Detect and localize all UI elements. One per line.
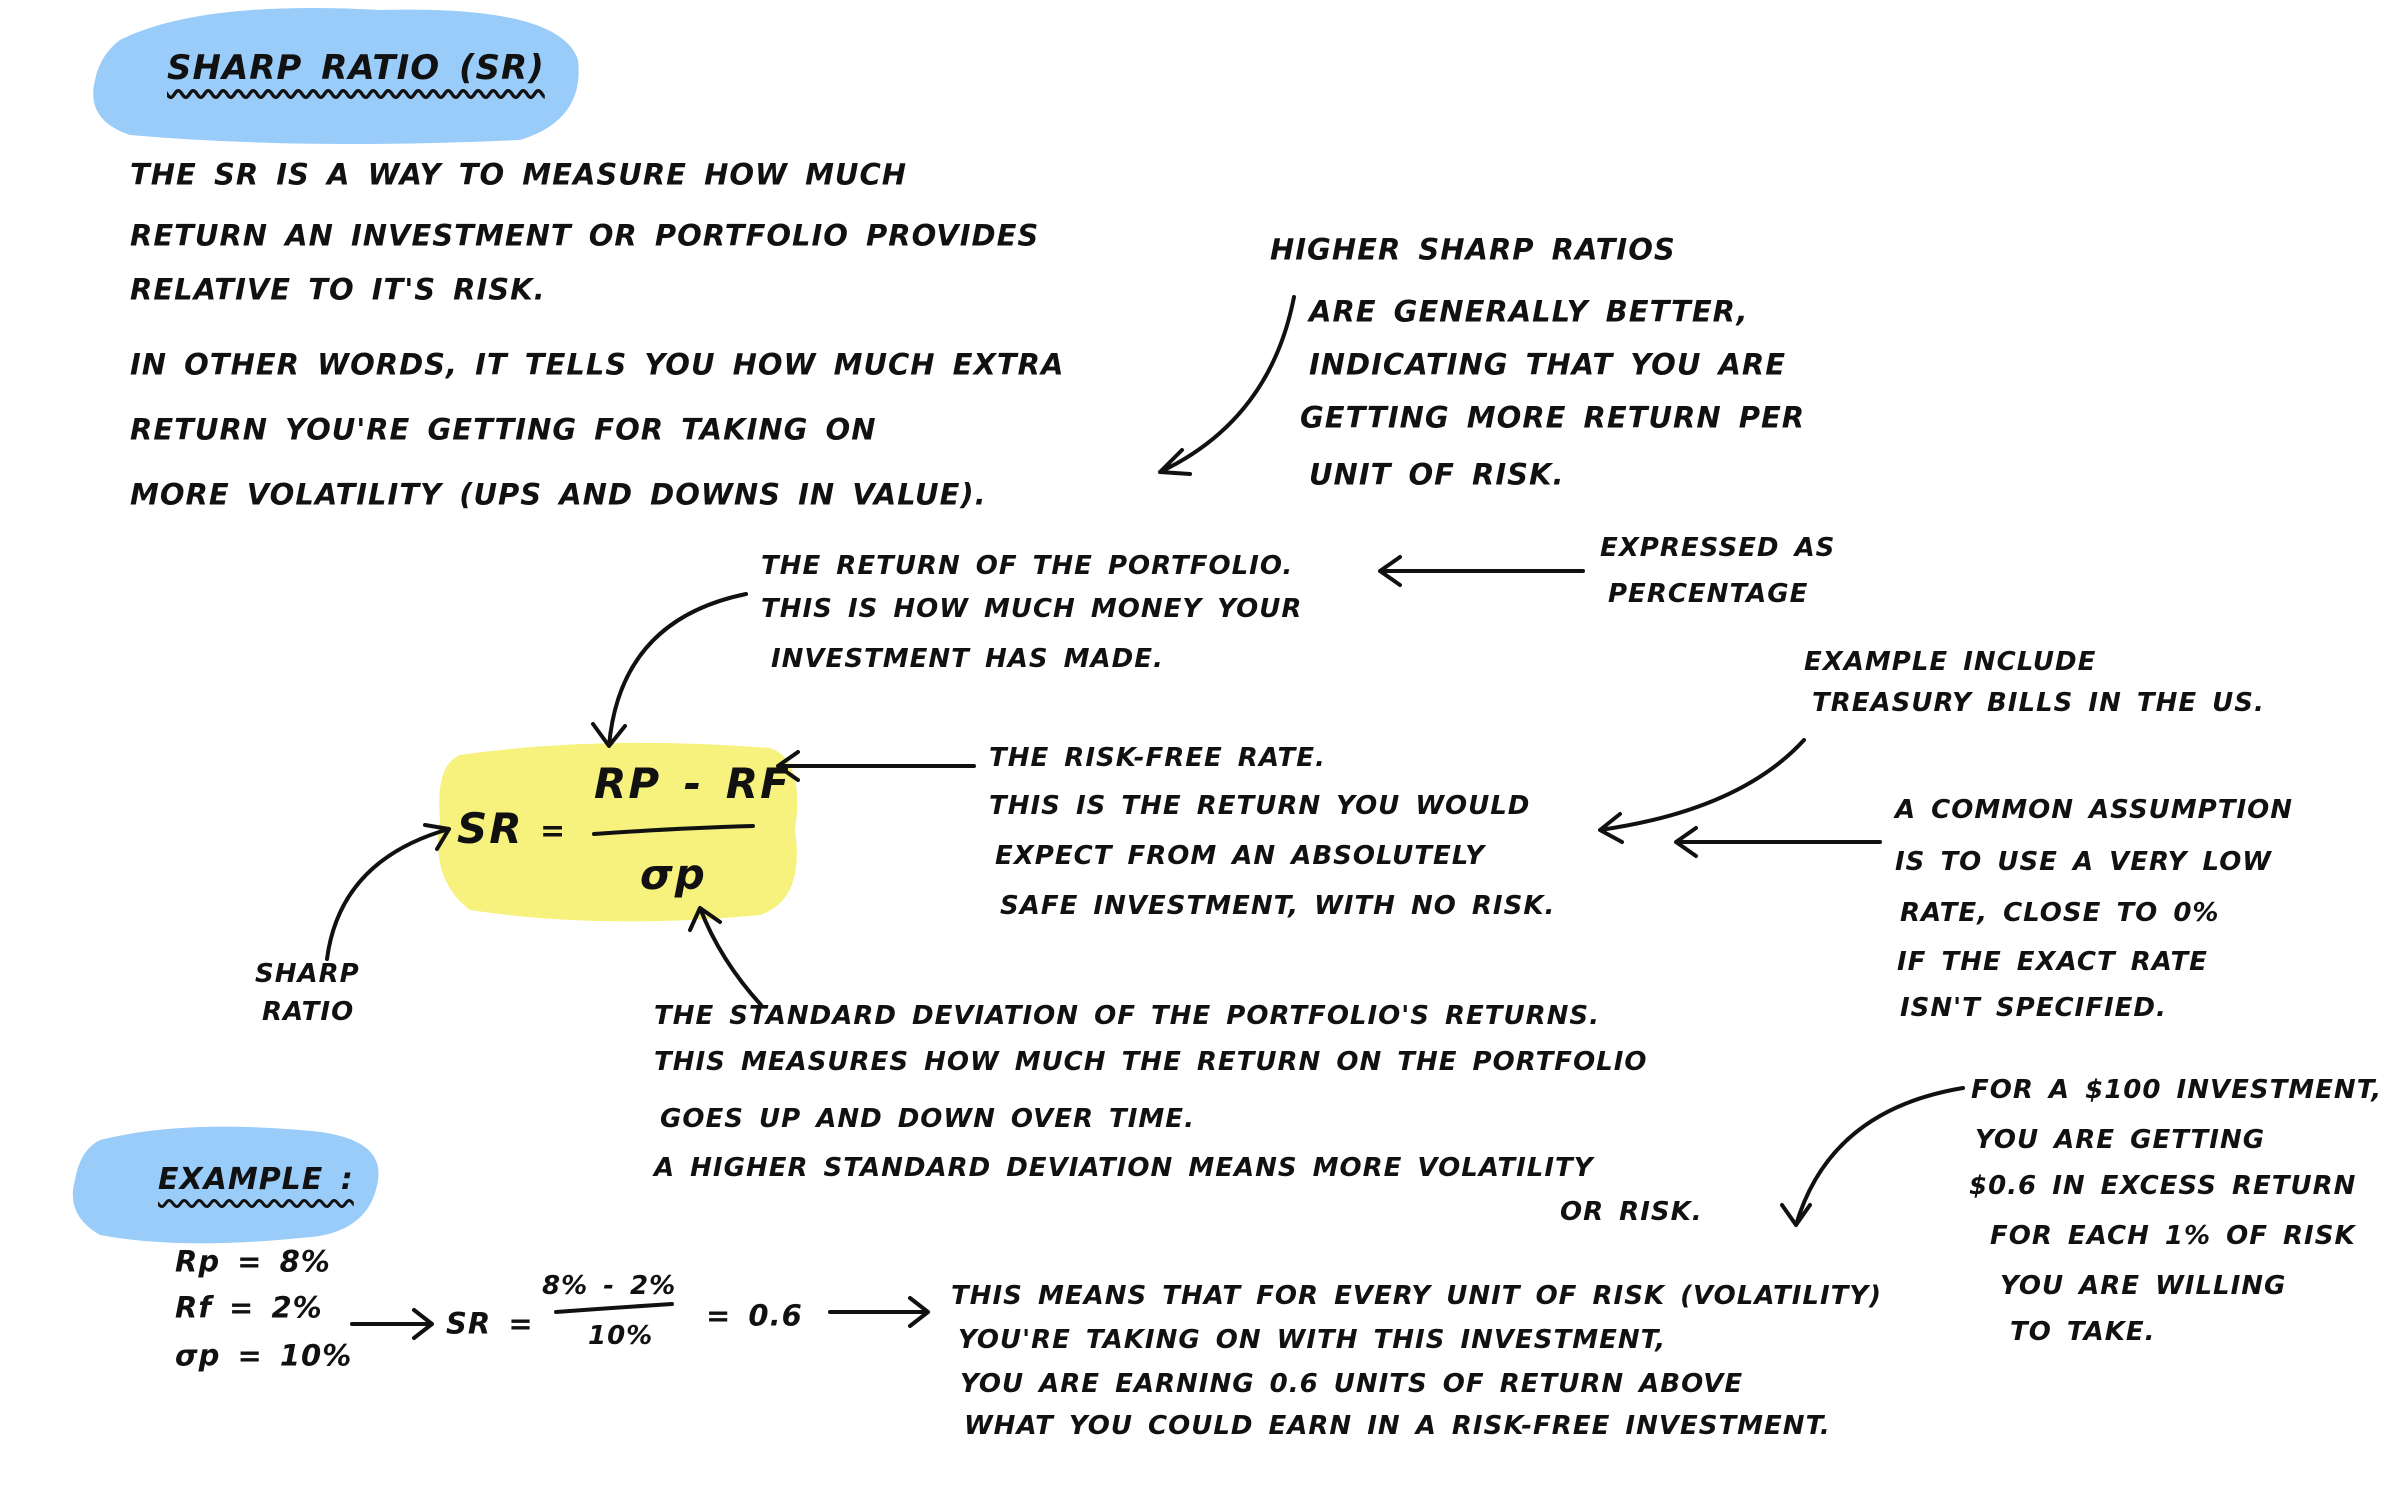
- arrow-sd-to-sigma: [688, 906, 763, 1007]
- intro-line: RELATIVE TO IT'S RISK.: [130, 272, 546, 307]
- sd-note-line: OR RISK.: [1560, 1197, 1703, 1227]
- meaning-line: THIS MEANS THAT FOR EVERY UNIT OF RISK (…: [951, 1281, 1883, 1311]
- assumption-note-line: A COMMON ASSUMPTION: [1895, 795, 2293, 825]
- arrow-assumption-to-rf: [1674, 826, 1882, 858]
- rf-note-line: THIS IS THE RETURN YOU WOULD: [989, 791, 1531, 821]
- intro-line: THE SR IS A WAY TO MEASURE HOW MUCH: [130, 157, 908, 192]
- example-denominator: 10%: [588, 1321, 654, 1351]
- arrow-result-to-meaning: [828, 1296, 930, 1328]
- arrow-higher-to-intro: [1158, 295, 1296, 476]
- rf-note-line: EXPECT FROM AN ABSOLUTELY: [995, 841, 1486, 871]
- arrow-label-to-sr: [325, 823, 451, 961]
- page-title: SHARP RATIO (SR): [167, 48, 545, 88]
- formula-label: RATIO: [262, 997, 355, 1027]
- rf-note-line: THE RISK-FREE RATE.: [989, 743, 1326, 773]
- example-highlight: [72, 1126, 379, 1244]
- dollar-note-line: TO TAKE.: [2010, 1317, 2156, 1347]
- arrow-rp-to-formula: [591, 592, 748, 748]
- dollar-note-line: $0.6 IN EXCESS RETURN: [1969, 1171, 2357, 1201]
- example-sr-label: SR =: [446, 1306, 534, 1341]
- assumption-note-line: RATE, CLOSE TO 0%: [1900, 898, 2220, 928]
- arrow-rf-to-formula: [776, 750, 976, 782]
- example-value: σp = 10%: [175, 1338, 353, 1373]
- example-fraction-bar: [554, 1302, 674, 1314]
- sd-note-line: A HIGHER STANDARD DEVIATION MEANS MORE V…: [654, 1153, 1594, 1183]
- formula-numerator: Rp - Rf: [594, 759, 791, 808]
- formula-sr: SR: [457, 804, 524, 853]
- arrow-dollar-to-meaning: [1780, 1086, 1965, 1227]
- assumption-note-line: IF THE EXACT RATE: [1897, 947, 2208, 977]
- higher-note-line: ARE GENERALLY BETTER,: [1309, 294, 1749, 329]
- meaning-line: YOU'RE TAKING ON WITH THIS INVESTMENT,: [958, 1325, 1667, 1355]
- dollar-note-line: YOU ARE GETTING: [1975, 1125, 2266, 1155]
- treasury-note-line: TREASURY BILLS IN THE US.: [1812, 688, 2265, 718]
- formula-label: SHARP: [255, 959, 360, 989]
- formula-fraction-bar: [592, 824, 755, 836]
- formula-equals: =: [540, 814, 568, 849]
- higher-note-line: HIGHER SHARP RATIOS: [1270, 232, 1676, 267]
- formula-denominator: σp: [640, 850, 707, 899]
- example-result: = 0.6: [706, 1298, 803, 1333]
- arrow-percentage-to-rp: [1378, 555, 1585, 587]
- example-value: Rp = 8%: [175, 1244, 331, 1279]
- intro-line: MORE VOLATILITY (UPS AND DOWNS IN VALUE)…: [130, 477, 987, 512]
- rf-note-line: SAFE INVESTMENT, WITH NO RISK.: [1000, 891, 1556, 921]
- sd-note-line: GOES UP AND DOWN OVER TIME.: [660, 1104, 1195, 1134]
- arrow-treasury-to-rf: [1598, 738, 1806, 844]
- assumption-note-line: ISN'T SPECIFIED.: [1900, 993, 2167, 1023]
- title-highlight: [93, 8, 579, 144]
- dollar-note-line: YOU ARE WILLING: [2000, 1271, 2287, 1301]
- example-numerator: 8% - 2%: [542, 1271, 677, 1301]
- sd-note-line: THE STANDARD DEVIATION OF THE PORTFOLIO'…: [654, 1001, 1601, 1031]
- intro-line: RETURN AN INVESTMENT OR PORTFOLIO PROVID…: [130, 218, 1040, 253]
- dollar-note-line: FOR EACH 1% OF RISK: [1990, 1221, 2356, 1251]
- rp-note-line: THIS IS HOW MUCH MONEY YOUR: [761, 594, 1303, 624]
- sd-note-line: THIS MEASURES HOW MUCH THE RETURN ON THE…: [654, 1047, 1648, 1077]
- arrow-values-to-sr: [350, 1308, 434, 1340]
- dollar-note-line: FOR A $100 INVESTMENT,: [1971, 1075, 2383, 1105]
- rp-note-line: THE RETURN OF THE PORTFOLIO.: [761, 551, 1294, 581]
- intro-line: RETURN YOU'RE GETTING FOR TAKING ON: [130, 412, 877, 447]
- assumption-note-line: IS TO USE A VERY LOW: [1895, 847, 2272, 877]
- example-heading: EXAMPLE :: [158, 1162, 354, 1197]
- meaning-line: YOU ARE EARNING 0.6 UNITS OF RETURN ABOV…: [960, 1369, 1744, 1399]
- higher-note-line: INDICATING THAT YOU ARE: [1309, 347, 1787, 382]
- treasury-note-line: EXAMPLE INCLUDE: [1804, 647, 2097, 677]
- rp-note-line: INVESTMENT HAS MADE.: [771, 644, 1164, 674]
- percentage-note-line: PERCENTAGE: [1608, 579, 1809, 609]
- meaning-line: WHAT YOU COULD EARN IN A RISK-FREE INVES…: [964, 1411, 1831, 1441]
- higher-note-line: GETTING MORE RETURN PER: [1300, 400, 1806, 435]
- percentage-note-line: EXPRESSED AS: [1600, 533, 1836, 563]
- higher-note-line: UNIT OF RISK.: [1309, 457, 1565, 492]
- intro-line: IN OTHER WORDS, IT TELLS YOU HOW MUCH EX…: [130, 347, 1065, 382]
- example-value: Rf = 2%: [175, 1290, 323, 1325]
